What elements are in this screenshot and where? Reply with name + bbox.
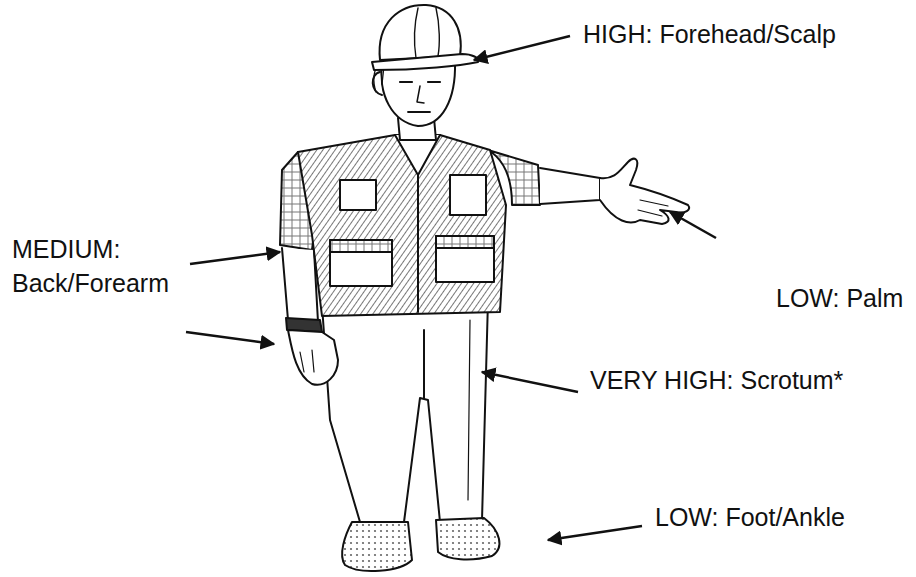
leader-line <box>186 332 274 344</box>
leader-line <box>474 36 570 60</box>
exposure-label: VERY HIGH: Scrotum* <box>590 364 843 396</box>
exposure-label: LOW: Foot/Ankle <box>655 501 845 533</box>
leader-line <box>548 526 642 540</box>
exposure-label: LOW: Palm <box>776 282 903 314</box>
leader-line <box>670 212 716 238</box>
leader-line <box>190 252 280 264</box>
leader-line <box>482 372 578 392</box>
exposure-label: MEDIUM: Back/Forearm <box>12 232 182 300</box>
exposure-label: HIGH: Forehead/Scalp <box>583 18 836 50</box>
